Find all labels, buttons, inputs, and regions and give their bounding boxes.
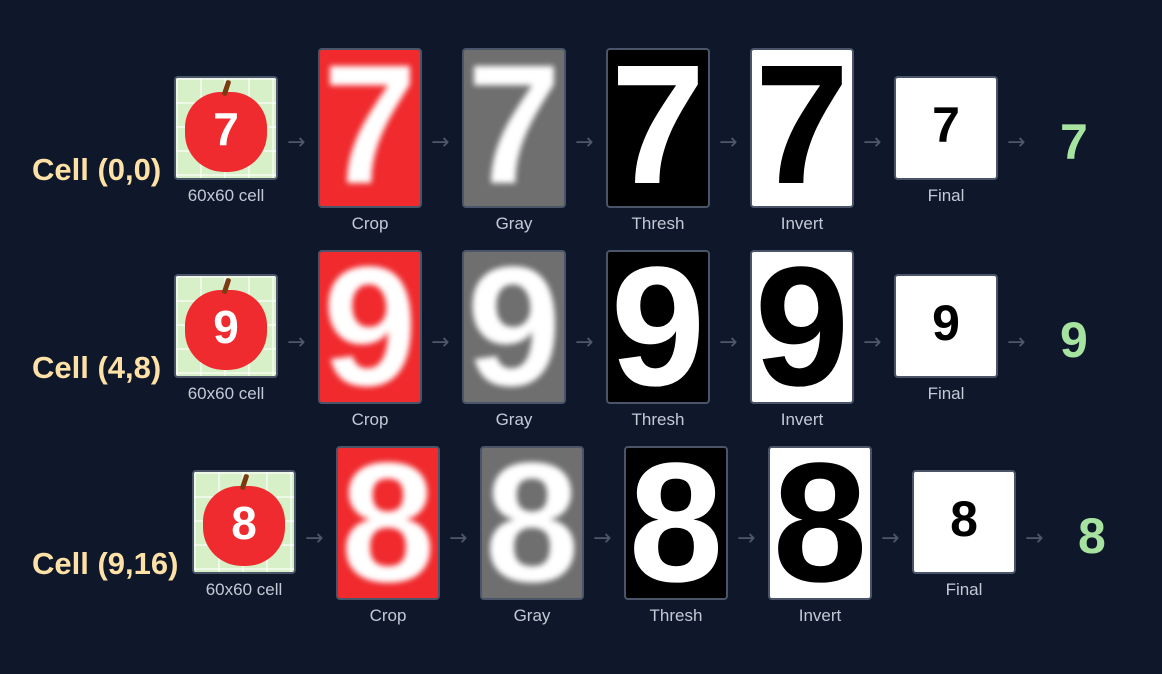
gray-image: 7 xyxy=(462,48,566,208)
invert-caption: Invert xyxy=(780,214,824,233)
arrow-icon: → xyxy=(863,330,882,355)
apple-icon: 7 xyxy=(185,92,267,172)
thresh-image: 9 xyxy=(606,250,710,404)
arrow-icon: → xyxy=(287,330,306,355)
recognized-digit: 7 xyxy=(1060,114,1088,170)
arrow-icon: → xyxy=(305,526,324,551)
gray-caption: Gray xyxy=(513,606,551,625)
arrow-icon: → xyxy=(575,330,594,355)
invert-image: 9 xyxy=(750,250,854,404)
crop-image: 8 xyxy=(336,446,440,600)
arrow-icon: → xyxy=(1007,130,1026,155)
final-image: 7 xyxy=(894,76,998,180)
arrow-icon: → xyxy=(1025,526,1044,551)
cell-image: 9 xyxy=(174,274,278,378)
apple-icon: 9 xyxy=(185,290,267,370)
arrow-icon: → xyxy=(863,130,882,155)
crop-caption: Crop xyxy=(351,410,389,429)
final-caption: Final xyxy=(927,186,965,205)
crop-caption: Crop xyxy=(369,606,407,625)
cell-label: Cell (9,16) xyxy=(32,546,179,581)
cell-caption: 60x60 cell xyxy=(187,186,265,205)
invert-image: 8 xyxy=(768,446,872,600)
crop-image: 7 xyxy=(318,48,422,208)
arrow-icon: → xyxy=(593,526,612,551)
arrow-icon: → xyxy=(1007,330,1026,355)
gray-caption: Gray xyxy=(495,214,533,233)
invert-image: 7 xyxy=(750,48,854,208)
cell-caption: 60x60 cell xyxy=(187,384,265,403)
invert-caption: Invert xyxy=(798,606,842,625)
arrow-icon: → xyxy=(737,526,756,551)
arrow-icon: → xyxy=(719,330,738,355)
final-image: 9 xyxy=(894,274,998,378)
recognized-digit: 9 xyxy=(1060,312,1088,368)
cell-label: Cell (0,0) xyxy=(32,152,162,187)
thresh-image: 8 xyxy=(624,446,728,600)
thresh-caption: Thresh xyxy=(631,410,685,429)
final-image: 8 xyxy=(912,470,1016,574)
cell-label: Cell (4,8) xyxy=(32,350,162,385)
cell-image: 7 xyxy=(174,76,278,180)
cell-image: 8 xyxy=(192,470,296,574)
arrow-icon: → xyxy=(449,526,468,551)
crop-image: 9 xyxy=(318,250,422,404)
gray-caption: Gray xyxy=(495,410,533,429)
thresh-image: 7 xyxy=(606,48,710,208)
final-caption: Final xyxy=(927,384,965,403)
gray-image: 8 xyxy=(480,446,584,600)
gray-image: 9 xyxy=(462,250,566,404)
cell-caption: 60x60 cell xyxy=(205,580,283,599)
arrow-icon: → xyxy=(287,130,306,155)
apple-icon: 8 xyxy=(203,486,285,566)
final-caption: Final xyxy=(945,580,983,599)
arrow-icon: → xyxy=(881,526,900,551)
recognized-digit: 8 xyxy=(1078,508,1106,564)
thresh-caption: Thresh xyxy=(649,606,703,625)
crop-caption: Crop xyxy=(351,214,389,233)
invert-caption: Invert xyxy=(780,410,824,429)
thresh-caption: Thresh xyxy=(631,214,685,233)
arrow-icon: → xyxy=(431,130,450,155)
arrow-icon: → xyxy=(719,130,738,155)
arrow-icon: → xyxy=(431,330,450,355)
arrow-icon: → xyxy=(575,130,594,155)
